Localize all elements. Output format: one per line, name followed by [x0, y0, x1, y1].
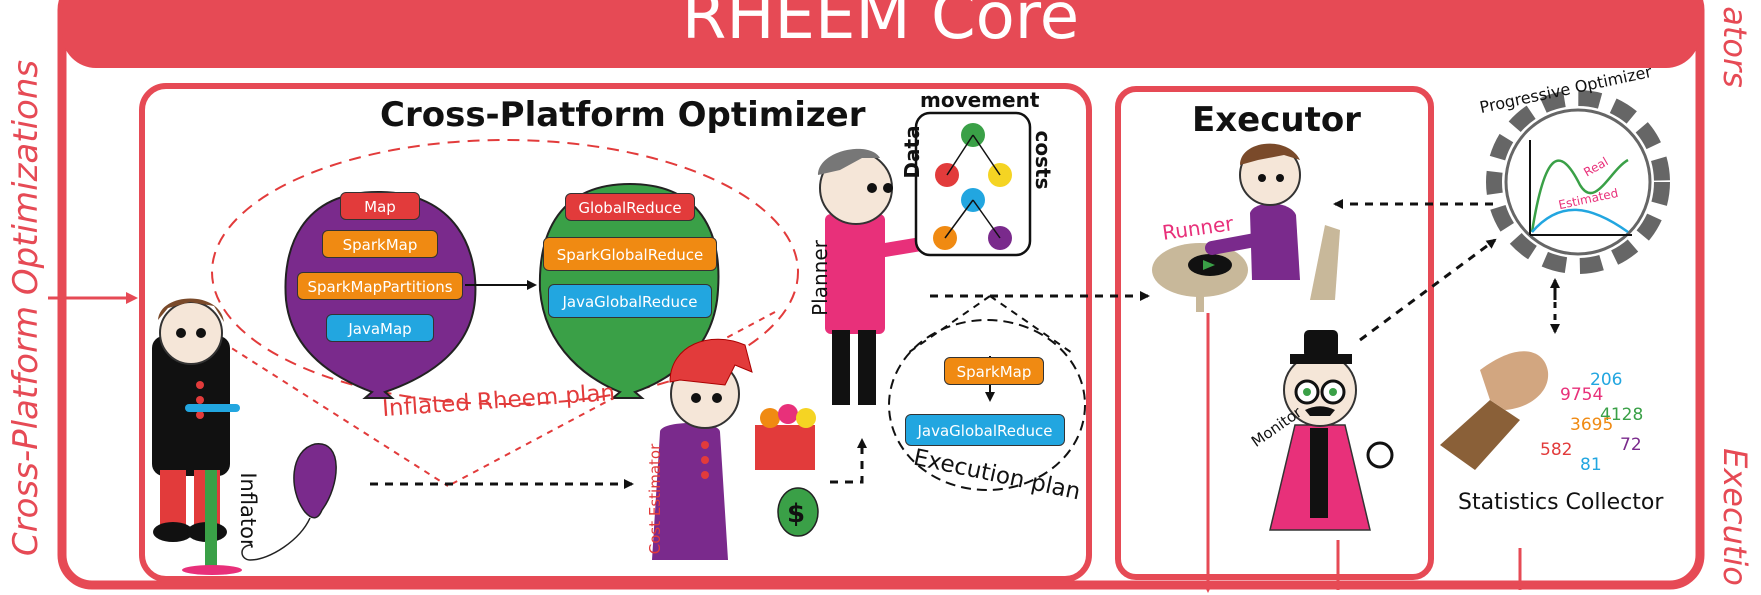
inflated-plan-ellipse	[211, 139, 799, 405]
cost-estimator-label: Cost Estimator	[646, 443, 664, 555]
side-label-left: Cross-Platform Optimizations	[6, 59, 46, 557]
executor-box	[1115, 86, 1434, 580]
statistics-collector-title: Statistics Collector	[1458, 490, 1664, 515]
runner-character	[1152, 143, 1340, 312]
inflator-label: Inflator	[236, 472, 260, 548]
svg-text:206: 206	[1590, 370, 1622, 390]
planner-label: Planner	[808, 240, 832, 316]
costs-label: costs	[1031, 130, 1055, 190]
core-frame	[57, 0, 1705, 590]
small-balloon	[241, 443, 337, 561]
svg-text:9754: 9754	[1560, 385, 1603, 405]
plan-op-sparkmap: SparkMap	[944, 357, 1044, 385]
ellipse-tail-left	[221, 341, 449, 487]
op-javaglobalreduce: JavaGlobalReduce	[548, 284, 712, 318]
gear-icon	[1486, 90, 1670, 274]
op-globalreduce: GlobalReduce	[565, 193, 695, 221]
estimator-to-planner-arrow	[830, 438, 867, 484]
plan-op-javaglobalreduce: JavaGlobalReduce	[905, 414, 1065, 446]
optimizer-title: Cross-Platform Optimizer	[380, 95, 866, 135]
data-movement-box	[914, 111, 1032, 257]
execution-plan-ellipse	[888, 319, 1086, 491]
svg-text:72: 72	[1620, 435, 1642, 455]
core-title-bar	[62, 0, 1700, 68]
statistics-collector-graphic: 9754 206 4128 3695 72 582 81	[1440, 351, 1643, 475]
svg-text:3695: 3695	[1570, 415, 1613, 435]
data-label: Data	[900, 125, 924, 179]
svg-text:582: 582	[1540, 440, 1572, 460]
op-sparkmappartitions: SparkMapPartitions	[297, 272, 463, 300]
executor-title: Executor	[1192, 100, 1361, 140]
svg-text:$: $	[787, 499, 805, 529]
cost-estimator-character: $	[652, 338, 819, 560]
side-label-right-bottom: Executio	[1716, 448, 1754, 586]
op-sparkglobalreduce: SparkGlobalReduce	[543, 237, 717, 271]
monitor-to-optimizer-arrow	[1359, 238, 1497, 342]
op-map: Map	[340, 192, 420, 220]
svg-text:81: 81	[1580, 455, 1602, 475]
op-sparkmap: SparkMap	[322, 230, 438, 258]
monitor-character	[1269, 330, 1394, 531]
inflator-character	[152, 298, 242, 575]
svg-text:4128: 4128	[1600, 405, 1643, 425]
optimizer-box	[139, 83, 1092, 582]
data-movement-label: movement	[920, 88, 1040, 112]
planner-to-plan-left	[904, 295, 991, 356]
planner-to-plan-right	[989, 295, 1076, 356]
core-title: RHEEM Core	[681, 0, 1080, 54]
op-javamap: JavaMap	[326, 314, 434, 342]
